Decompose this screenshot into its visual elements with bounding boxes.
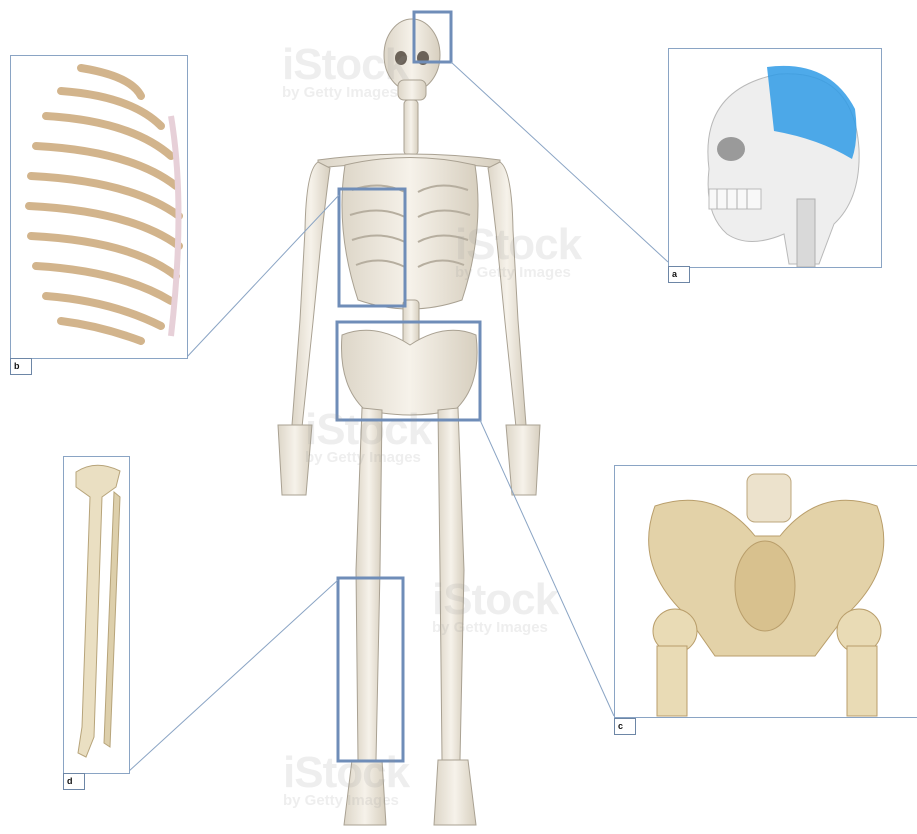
tibia-fibula-illustration <box>64 457 129 773</box>
left-arm <box>488 162 526 427</box>
watermark-brand: iStock <box>283 748 409 797</box>
label-b: b <box>10 358 32 375</box>
panel-b-ribcage <box>10 55 188 359</box>
watermark-credit: by Getty Images <box>305 449 431 466</box>
skull-lateral-illustration <box>669 49 881 267</box>
watermark-credit: by Getty Images <box>455 264 581 281</box>
watermark-brand: iStock <box>432 575 558 624</box>
panel-a-skull <box>668 48 882 268</box>
cervical-spine <box>404 100 418 155</box>
watermark-brand: iStock <box>305 405 431 454</box>
watermark-credit: by Getty Images <box>432 619 558 636</box>
panel-c-pelvis <box>614 465 917 718</box>
left-foot <box>434 760 476 825</box>
label-a: a <box>668 266 690 283</box>
ribcage-illustration <box>11 56 187 358</box>
watermark-brand: iStock <box>282 40 408 89</box>
watermark-brand: iStock <box>455 220 581 269</box>
leader-line-d <box>128 580 338 772</box>
right-arm <box>292 162 330 427</box>
pelvis-illustration <box>615 466 917 717</box>
leader-line-c <box>480 420 614 716</box>
watermark-credit: by Getty Images <box>283 792 409 809</box>
label-d: d <box>63 773 85 790</box>
label-c: c <box>614 718 636 735</box>
panel-d-tibia-fibula <box>63 456 130 774</box>
watermark-credit: by Getty Images <box>282 84 408 101</box>
left-hand <box>506 425 540 495</box>
